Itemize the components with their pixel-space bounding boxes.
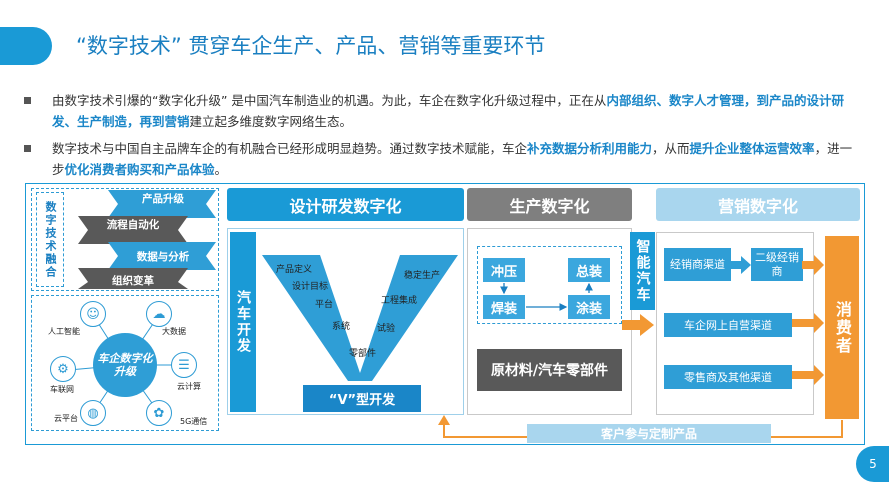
- production-flow-arrows: [500, 282, 593, 311]
- v-model-graphic: [262, 255, 458, 381]
- step-org-change: 组织变革: [112, 274, 154, 287]
- node-label-cloud-platform: 云平台: [54, 414, 78, 423]
- page-title: “数字技术” 贯穿车企生产、产品、营销等重要环节: [76, 34, 546, 58]
- v-right-3: 试验: [377, 324, 396, 334]
- v-dev-footer: “V”型开发: [303, 385, 421, 412]
- design-panel: [227, 228, 464, 415]
- cloud-platform-icon: ◍: [80, 400, 106, 426]
- iov-icon: ⚙: [50, 356, 76, 382]
- body-text: ，进一步: [52, 141, 853, 177]
- assembly-box: 总装: [568, 258, 610, 282]
- bullet-1-text: 由数字技术引爆的“数字化升级” 是中国汽车制造业的机遇。为此，车企在数字化升级过…: [52, 90, 862, 132]
- upgrade-steps-graphic: [78, 190, 216, 289]
- body-text: 数字技术与中国自主品牌车企的有机融合已经形成明显趋势。通过数字技术赋能，车企: [52, 141, 528, 156]
- customer-customization-box: 客户参与定制产品: [527, 424, 771, 443]
- v-right-1: 稳定生产: [404, 271, 441, 281]
- marketing-arrows: [792, 255, 824, 385]
- title-accent-bar: [0, 27, 52, 65]
- design-header: 设计研发数字化: [227, 188, 464, 221]
- smart-car-label: 智能汽车: [630, 232, 655, 310]
- consumer-label: 消费者: [833, 300, 852, 355]
- highlight-text: 提升企业整体运营效率: [689, 141, 815, 156]
- vehicle-dev-label: 汽车开发: [230, 232, 256, 412]
- tech-fusion-panel: [31, 188, 219, 291]
- consumer-box: 消费者: [825, 236, 859, 419]
- bullet-marker: [24, 97, 31, 104]
- highlight-text: 优化消费者购买和产品体验: [64, 162, 215, 177]
- v-left-1: 产品定义: [276, 265, 313, 275]
- node-label-ai: 人工智能: [48, 327, 80, 336]
- ai-icon: ☺: [80, 301, 106, 327]
- online-channel-box: 车企网上自营渠道: [664, 313, 792, 337]
- v-left-2: 设计目标: [292, 282, 329, 292]
- stamping-box: 冲压: [483, 258, 525, 282]
- bullet-2-text: 数字技术与中国自主品牌车企的有机融合已经形成明显趋势。通过数字技术赋能，车企补充…: [52, 138, 862, 180]
- bigdata-icon: ☁: [146, 301, 172, 327]
- node-label-cloud-computing: 云计算: [177, 382, 201, 391]
- v-right-2: 工程集成: [381, 296, 418, 306]
- production-header: 生产数字化: [467, 188, 632, 221]
- v-left-4: 系统: [332, 322, 351, 332]
- production-steps-panel: [477, 246, 622, 324]
- body-text: 由数字技术引爆的“数字化升级” 是中国汽车制造业的机遇。为此，车企在数字化升级过…: [52, 93, 607, 108]
- tech-hub-panel: [31, 295, 219, 431]
- dealer-channel-box: 经销商渠道: [664, 248, 731, 281]
- second-dealer-box: 二级经销商: [751, 248, 803, 281]
- diagram-frame: [25, 183, 865, 445]
- body-text: ，从而: [652, 141, 690, 156]
- v-bottom: 零部件: [349, 349, 377, 359]
- 5g-icon: ✿: [146, 400, 172, 426]
- smart-car-arrow: [622, 314, 654, 336]
- highlight-text: 补充数据分析利用能力: [527, 141, 653, 156]
- body-text: 建立起多维度数字网络生态。: [189, 114, 353, 129]
- node-label-iov: 车联网: [50, 385, 74, 394]
- body-text: 。: [214, 162, 228, 177]
- bullet-1: 由数字技术引爆的“数字化升级” 是中国汽车制造业的机遇。为此，车企在数字化升级过…: [24, 90, 862, 132]
- marketing-header: 营销数字化: [656, 188, 860, 221]
- node-label-5g: 5G通信: [180, 417, 208, 426]
- node-label-bigdata: 大数据: [162, 327, 186, 336]
- bullet-2: 数字技术与中国自主品牌车企的有机融合已经形成明显趋势。通过数字技术赋能，车企补充…: [24, 138, 862, 180]
- step-data-analytics: 数据与分析: [136, 250, 190, 263]
- materials-box: 原材料/汽车零部件: [477, 349, 622, 391]
- dealer-arrow: [731, 256, 751, 274]
- highlight-text: 内部组织、数字人才管理，到产品的设计研发、生产制造，再到营销: [52, 93, 844, 129]
- welding-box: 焊装: [483, 295, 525, 319]
- tech-fusion-label: 数字技术融合: [36, 192, 64, 287]
- step-product-upgrade: 产品升级: [142, 192, 184, 205]
- painting-box: 涂装: [568, 295, 610, 319]
- cloud-computing-icon: ☰: [171, 352, 197, 378]
- hub-label: 车企数字化升级: [97, 352, 153, 378]
- bullet-marker: [24, 145, 31, 152]
- retail-channel-box: 零售商及其他渠道: [664, 365, 792, 389]
- page-number: 5: [856, 446, 889, 482]
- v-left-3: 平台: [315, 300, 334, 310]
- step-process-automation: 流程自动化: [106, 218, 160, 231]
